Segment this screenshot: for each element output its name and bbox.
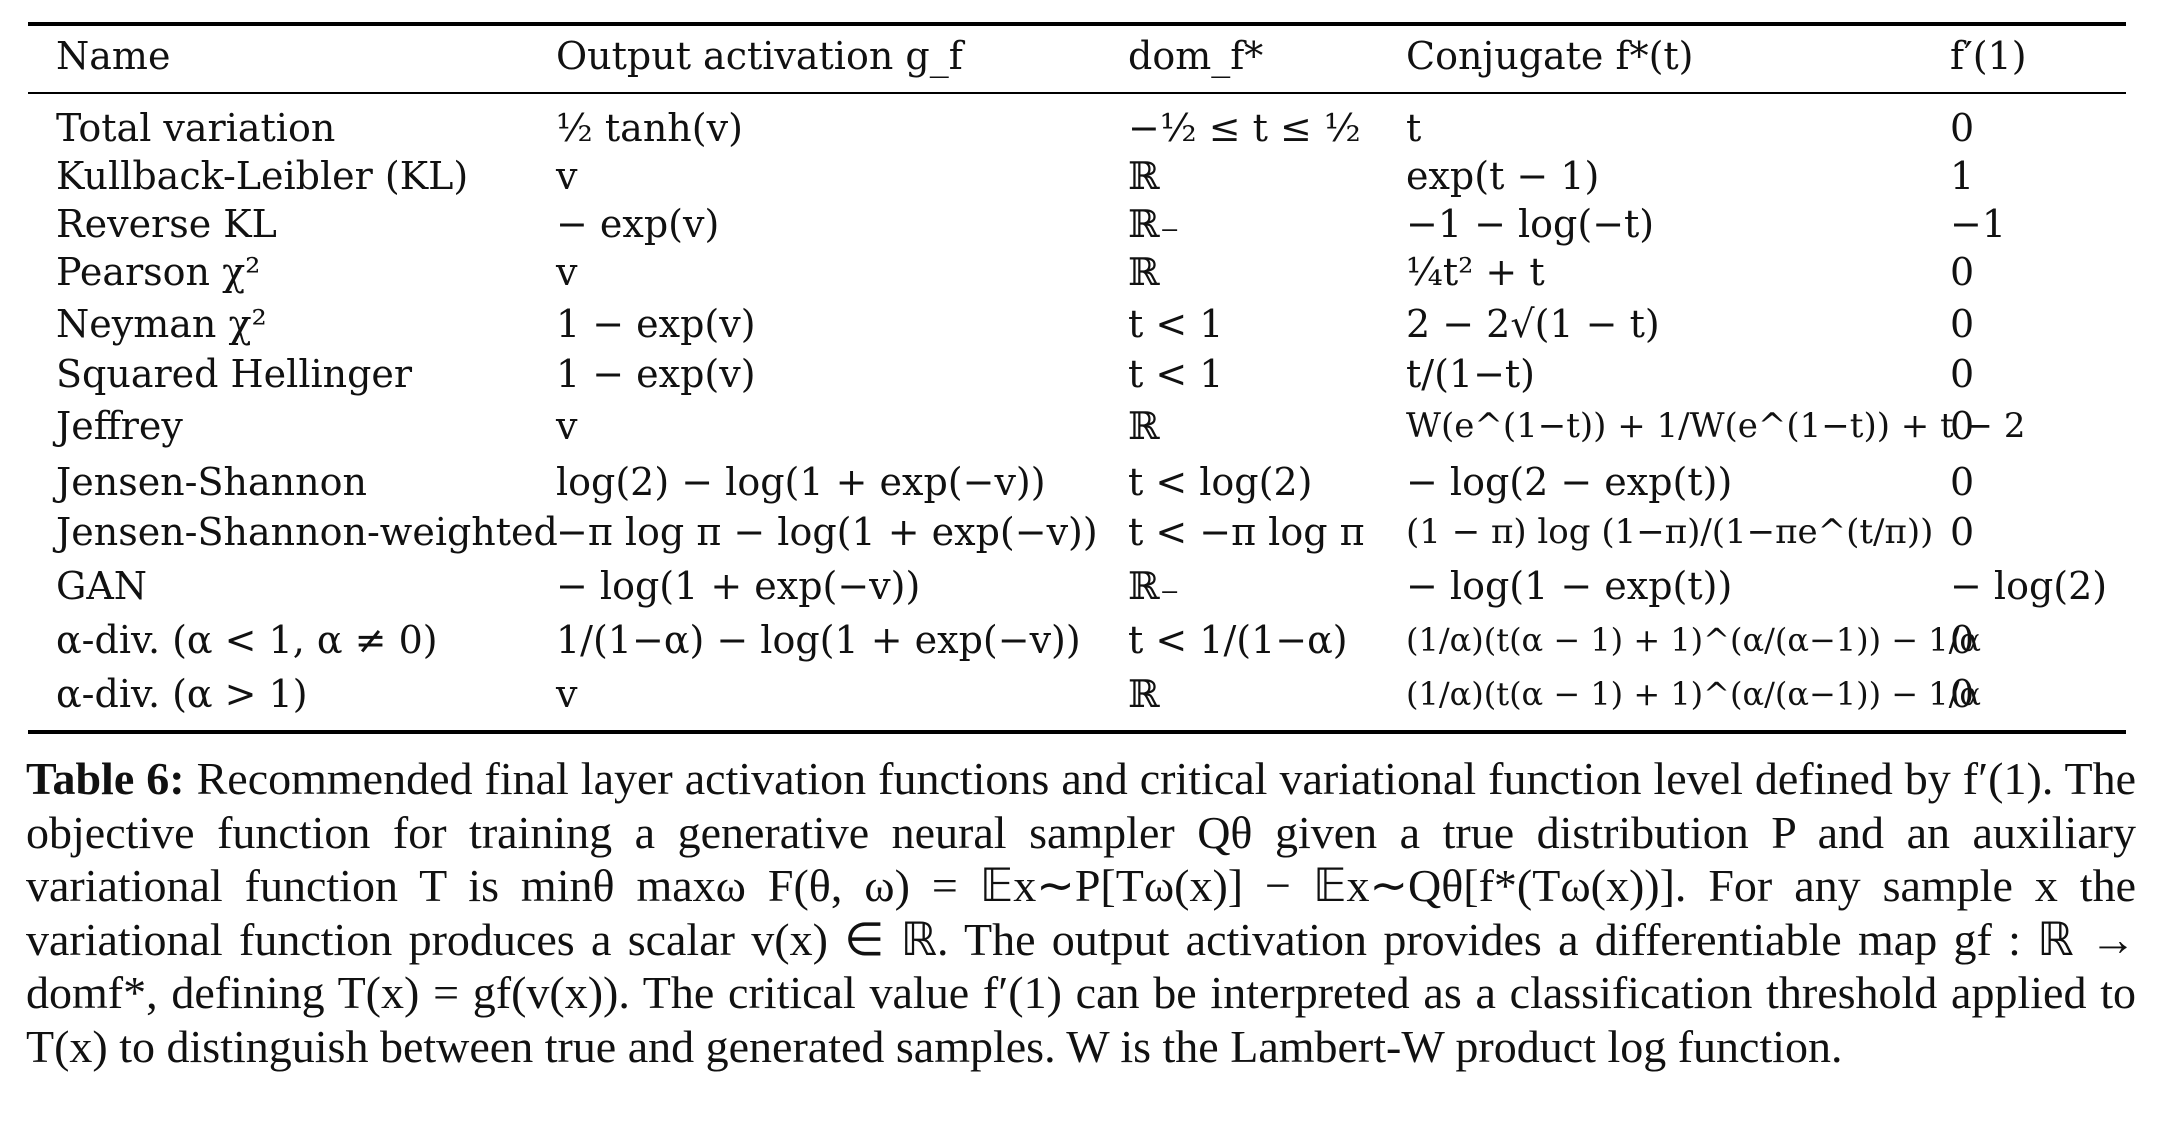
row-activation: v (556, 404, 578, 448)
row-domain: ℝ (1128, 250, 1160, 294)
row-critical: 1 (1950, 154, 1975, 198)
row-name: α-div. (α < 1, α ≠ 0) (56, 618, 438, 662)
row-activation: log(2) − log(1 + exp(−v)) (556, 460, 1046, 504)
row-conjugate: (1/α)(t(α − 1) + 1)^(α/(α−1)) − 1/α (1406, 621, 1981, 659)
caption-label: Table 6: (26, 753, 185, 804)
row-activation: −π log π − log(1 + exp(−v)) (556, 510, 1098, 554)
table-row: α-div. (α < 1, α ≠ 0) 1/(1−α) − log(1 + … (0, 614, 2158, 666)
row-critical: 0 (1950, 510, 1975, 554)
row-name: Jensen-Shannon-weighted (56, 510, 558, 554)
table-row: Total variation ½ tanh(v) −½ ≤ t ≤ ½ t 0 (0, 102, 2158, 154)
row-activation: − log(1 + exp(−v)) (556, 564, 921, 608)
row-conjugate: t (1406, 106, 1422, 150)
row-activation: 1 − exp(v) (556, 352, 756, 396)
row-conjugate: (1/α)(t(α − 1) + 1)^(α/(α−1)) − 1/α (1406, 675, 1981, 713)
row-conjugate: exp(t − 1) (1406, 154, 1600, 198)
row-conjugate: W(e^(1−t)) + 1/W(e^(1−t)) + t − 2 (1406, 406, 2026, 446)
row-activation: 1/(1−α) − log(1 + exp(−v)) (556, 618, 1081, 662)
header-critical-value: f′(1) (1950, 34, 2027, 78)
header-domain: dom_f* (1128, 34, 1264, 78)
row-name: Neyman χ² (56, 302, 267, 346)
table-row: Jeffrey v ℝ W(e^(1−t)) + 1/W(e^(1−t)) + … (0, 400, 2158, 452)
row-critical: 0 (1950, 460, 1975, 504)
row-conjugate: (1 − π) log (1−π)/(1−πe^(t/π)) (1406, 512, 1934, 552)
row-name: Reverse KL (56, 202, 277, 246)
row-critical: 0 (1950, 250, 1975, 294)
row-domain: t < 1 (1128, 302, 1224, 346)
row-domain: ℝ₋ (1128, 564, 1180, 608)
row-activation: v (556, 154, 578, 198)
row-critical: 0 (1950, 302, 1975, 346)
row-domain: ℝ (1128, 154, 1160, 198)
header-rule (28, 92, 2126, 94)
table-caption: Table 6: Recommended final layer activat… (26, 752, 2136, 1074)
row-activation: ½ tanh(v) (556, 106, 743, 150)
row-critical: − log(2) (1950, 564, 2108, 608)
row-critical: 0 (1950, 672, 1975, 716)
table-row: GAN − log(1 + exp(−v)) ℝ₋ − log(1 − exp(… (0, 560, 2158, 612)
table-row: Pearson χ² v ℝ ¼t² + t 0 (0, 246, 2158, 298)
row-critical: 0 (1950, 404, 1975, 448)
row-domain: t < 1/(1−α) (1128, 618, 1348, 662)
caption-text: Recommended final layer activation funct… (26, 753, 2137, 1072)
row-domain: t < −π log π (1128, 510, 1365, 554)
row-activation: 1 − exp(v) (556, 302, 756, 346)
row-critical: 0 (1950, 618, 1975, 662)
row-name: Kullback-Leibler (KL) (56, 154, 469, 198)
row-domain: ℝ (1128, 672, 1160, 716)
row-activation: v (556, 250, 578, 294)
bottom-rule (28, 730, 2126, 734)
row-conjugate: − log(1 − exp(t)) (1406, 564, 1733, 608)
row-conjugate: 2 − 2√(1 − t) (1406, 302, 1660, 346)
row-activation: − exp(v) (556, 202, 720, 246)
table-row: Neyman χ² 1 − exp(v) t < 1 2 − 2√(1 − t)… (0, 298, 2158, 350)
top-rule (28, 22, 2126, 26)
row-conjugate: t/(1−t) (1406, 352, 1536, 396)
row-critical: −1 (1950, 202, 2007, 246)
row-critical: 0 (1950, 352, 1975, 396)
row-critical: 0 (1950, 106, 1975, 150)
row-conjugate: −1 − log(−t) (1406, 202, 1655, 246)
row-domain: ℝ₋ (1128, 202, 1180, 246)
table-row: Reverse KL − exp(v) ℝ₋ −1 − log(−t) −1 (0, 198, 2158, 250)
row-domain: t < 1 (1128, 352, 1224, 396)
header-conjugate: Conjugate f*(t) (1406, 34, 1694, 78)
row-name: GAN (56, 564, 148, 608)
row-name: Jeffrey (56, 404, 183, 448)
row-name: α-div. (α > 1) (56, 672, 308, 716)
row-domain: ℝ (1128, 404, 1160, 448)
row-activation: v (556, 672, 578, 716)
table-row: Squared Hellinger 1 − exp(v) t < 1 t/(1−… (0, 348, 2158, 400)
header-name: Name (56, 34, 171, 78)
table-row: Jensen-Shannon log(2) − log(1 + exp(−v))… (0, 456, 2158, 508)
row-domain: −½ ≤ t ≤ ½ (1128, 106, 1361, 150)
row-conjugate: − log(2 − exp(t)) (1406, 460, 1733, 504)
row-conjugate: ¼t² + t (1406, 250, 1545, 294)
table-header: Name Output activation g_f dom_f* Conjug… (0, 30, 2158, 82)
table-row: Kullback-Leibler (KL) v ℝ exp(t − 1) 1 (0, 150, 2158, 202)
row-name: Jensen-Shannon (56, 460, 367, 504)
header-output-activation: Output activation g_f (556, 34, 963, 78)
row-name: Squared Hellinger (56, 352, 413, 396)
row-domain: t < log(2) (1128, 460, 1313, 504)
table-row: Jensen-Shannon-weighted −π log π − log(1… (0, 506, 2158, 558)
row-name: Total variation (56, 106, 336, 150)
row-name: Pearson χ² (56, 250, 261, 294)
table-row: α-div. (α > 1) v ℝ (1/α)(t(α − 1) + 1)^(… (0, 668, 2158, 720)
